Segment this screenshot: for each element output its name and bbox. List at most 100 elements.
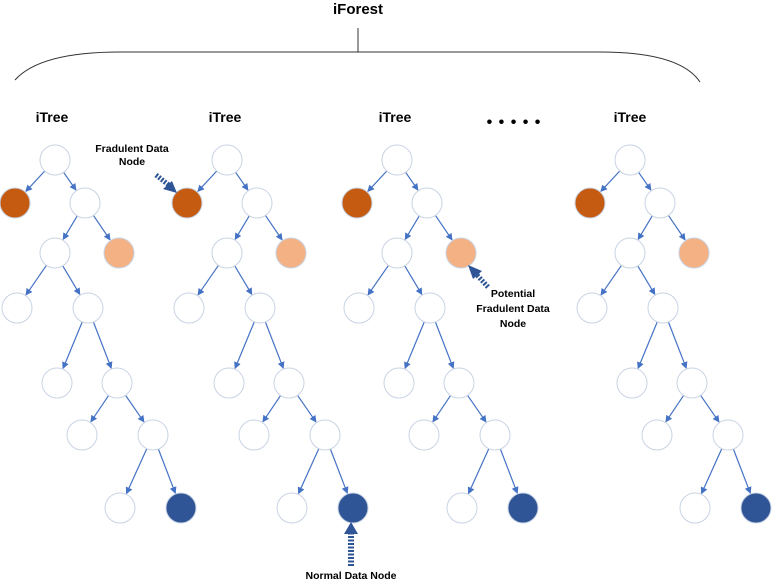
forest-title: iForest [333, 1, 383, 18]
tree-label-3: iTree [379, 109, 412, 125]
tree-edge [367, 170, 388, 193]
tree-node [647, 292, 679, 324]
tree-node [614, 237, 646, 269]
tree-edge [92, 215, 111, 241]
tree-node [641, 419, 673, 451]
fraudulent-node [341, 187, 373, 219]
tree-edge [432, 395, 452, 423]
tree-edge [90, 395, 110, 423]
tree-node [72, 292, 104, 324]
tree-edge [404, 215, 420, 241]
tree-edge [637, 321, 658, 370]
tree-edge [405, 171, 419, 191]
annotation-fraudulent-line1: Fradulent Data [95, 143, 169, 155]
tree-edge [499, 448, 519, 494]
potential-node [678, 237, 710, 269]
tree-node [238, 419, 270, 451]
tree-edge [467, 448, 490, 495]
tree-node [411, 187, 443, 219]
tree-edge [404, 265, 423, 296]
tree-node [343, 292, 375, 324]
tree-node [273, 367, 305, 399]
fraudulent-node [171, 187, 203, 219]
tree-node [576, 292, 608, 324]
tree-node [614, 144, 646, 176]
tree-node [211, 237, 243, 269]
itree-3 [341, 144, 539, 524]
annotation-potential-line1: Potential [491, 288, 535, 300]
fraudulent-node [0, 187, 31, 219]
tree-node [414, 292, 446, 324]
tree-label-4: iTree [614, 109, 647, 125]
tree-node [101, 367, 133, 399]
tree-edge [732, 448, 752, 494]
tree-node [408, 419, 440, 451]
normal-node [165, 492, 197, 524]
tree-edge [264, 215, 283, 241]
fraudulent-pointer-arrow [154, 173, 177, 193]
itree-2 [171, 144, 369, 524]
tree-edge [404, 321, 425, 370]
tree-node [69, 187, 101, 219]
potential-node [445, 237, 477, 269]
tree-edge [157, 448, 177, 494]
tree-node [104, 492, 136, 524]
tree-node [39, 237, 71, 269]
tree-node [41, 367, 73, 399]
tree-edge [600, 170, 621, 193]
tree-edge [434, 321, 455, 370]
tree-edge [264, 321, 285, 370]
tree-node [381, 237, 413, 269]
tree-edge [62, 321, 83, 370]
tree-edge [125, 394, 145, 423]
potential-node [275, 237, 307, 269]
tree-node [616, 367, 648, 399]
itree-1 [0, 144, 197, 524]
itree-4 [574, 144, 772, 524]
normal-node [507, 492, 539, 524]
ellipsis: • • • • • [487, 114, 542, 131]
tree-node [173, 292, 205, 324]
tree-edge [62, 215, 78, 241]
annotation-potential-line2: Fradulent Data [476, 303, 550, 315]
tree-edge [234, 321, 255, 370]
forest-brace [14, 28, 701, 83]
tree-edge [262, 395, 282, 423]
tree-node [712, 419, 744, 451]
tree-node [679, 492, 711, 524]
tree-edge [197, 170, 218, 193]
tree-edge [700, 448, 723, 495]
tree-node [241, 187, 273, 219]
tree-node [244, 292, 276, 324]
tree-edge [467, 394, 487, 423]
normal-node [740, 492, 772, 524]
tree-node [211, 144, 243, 176]
normal-node [337, 492, 369, 524]
tree-node [276, 492, 308, 524]
tree-edge [637, 265, 656, 296]
tree-node [309, 419, 341, 451]
tree-edge [25, 264, 47, 296]
tree-edge [600, 264, 622, 296]
tree-edge [63, 171, 77, 191]
normal-pointer-arrow [344, 522, 358, 566]
tree-edge [62, 265, 81, 296]
tree-edge [92, 321, 113, 370]
annotation-normal: Normal Data Node [305, 570, 396, 582]
tree-edge [329, 448, 349, 494]
tree-edge [434, 215, 453, 241]
tree-label-2: iTree [209, 109, 242, 125]
tree-edge [637, 215, 653, 241]
tree-edge [234, 265, 253, 296]
tree-node [479, 419, 511, 451]
tree-edge [638, 171, 652, 191]
tree-node [676, 367, 708, 399]
tree-edge [297, 448, 320, 495]
tree-edge [700, 394, 720, 423]
tree-edge [667, 321, 688, 370]
tree-node [443, 367, 475, 399]
tree-edge [367, 264, 389, 296]
annotation-fraudulent-line2: Node [119, 156, 145, 168]
tree-node [446, 492, 478, 524]
